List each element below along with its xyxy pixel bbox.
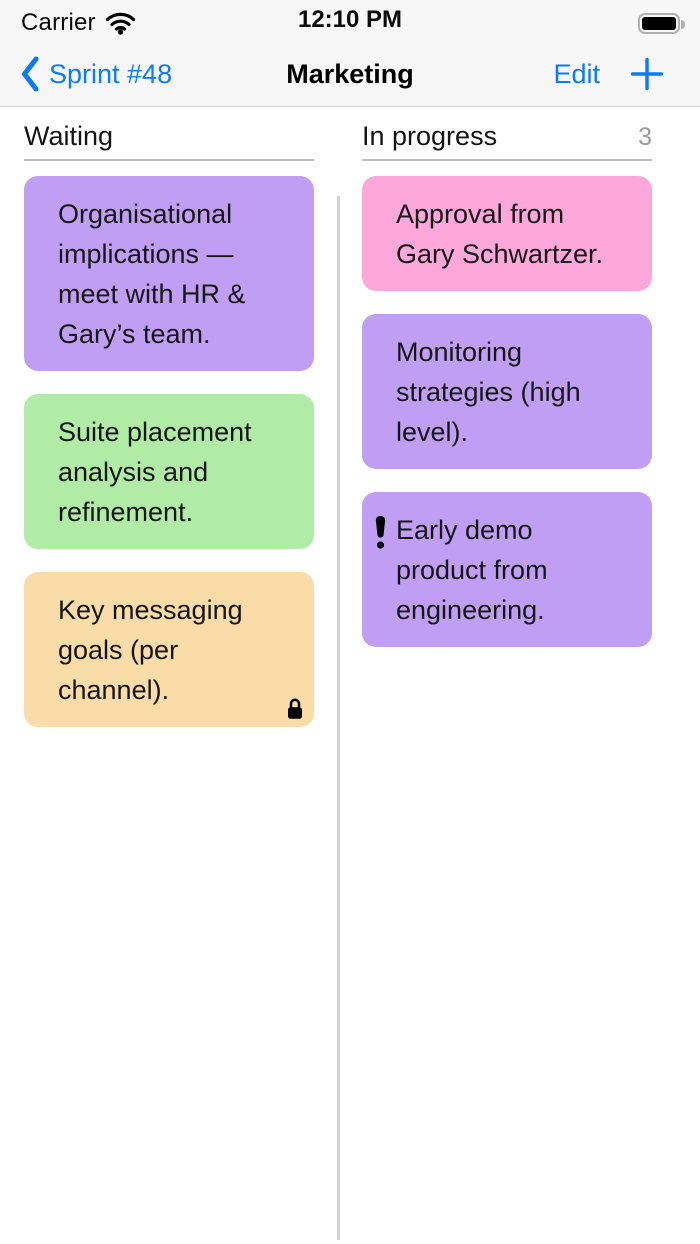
battery-icon: [638, 12, 685, 34]
wifi-icon: [105, 12, 136, 35]
column-divider: [337, 196, 340, 1240]
lock-icon: [286, 697, 304, 720]
column-count: 3: [638, 123, 652, 151]
page-title: Marketing: [286, 58, 414, 89]
card[interactable]: Early demo product from engineering.: [362, 492, 652, 647]
card[interactable]: Monitoring strategies (high level).: [362, 314, 652, 469]
add-button[interactable]: [630, 57, 664, 91]
edit-button[interactable]: Edit: [553, 58, 600, 89]
board: Waiting Organisational implications — me…: [0, 107, 700, 1244]
card[interactable]: Approval from Gary Schwartzer.: [362, 176, 652, 291]
time-label: 12:10 PM: [297, 6, 403, 33]
card[interactable]: Suite placement analysis and refinement.: [24, 394, 314, 549]
column-title: Waiting: [24, 121, 114, 151]
status-bar: Carrier 12:10 PM: [0, 0, 700, 42]
plus-icon: [630, 57, 664, 91]
card-text: Key messaging goals (per channel).: [58, 595, 243, 705]
card-list: Approval from Gary Schwartzer. Monitorin…: [362, 176, 652, 647]
back-button[interactable]: Sprint #48: [20, 56, 172, 92]
card[interactable]: Key messaging goals (per channel).: [24, 572, 314, 727]
carrier-label: Carrier: [21, 9, 96, 36]
column-header: Waiting: [24, 107, 314, 161]
card-list: Organisational implications — meet with …: [24, 176, 314, 727]
card-text: Early demo product from engineering.: [396, 515, 548, 625]
column-title: In progress: [362, 121, 498, 151]
nav-bar: Sprint #48 Marketing Edit: [0, 42, 700, 107]
chevron-left-icon: [20, 56, 40, 92]
card[interactable]: Organisational implications — meet with …: [24, 176, 314, 371]
column-in-progress: In progress 3 Approval from Gary Schwart…: [362, 107, 652, 670]
column-header: In progress 3: [362, 107, 652, 161]
back-label: Sprint #48: [49, 58, 173, 89]
column-waiting: Waiting Organisational implications — me…: [24, 107, 314, 750]
exclamation-icon: [373, 514, 388, 550]
